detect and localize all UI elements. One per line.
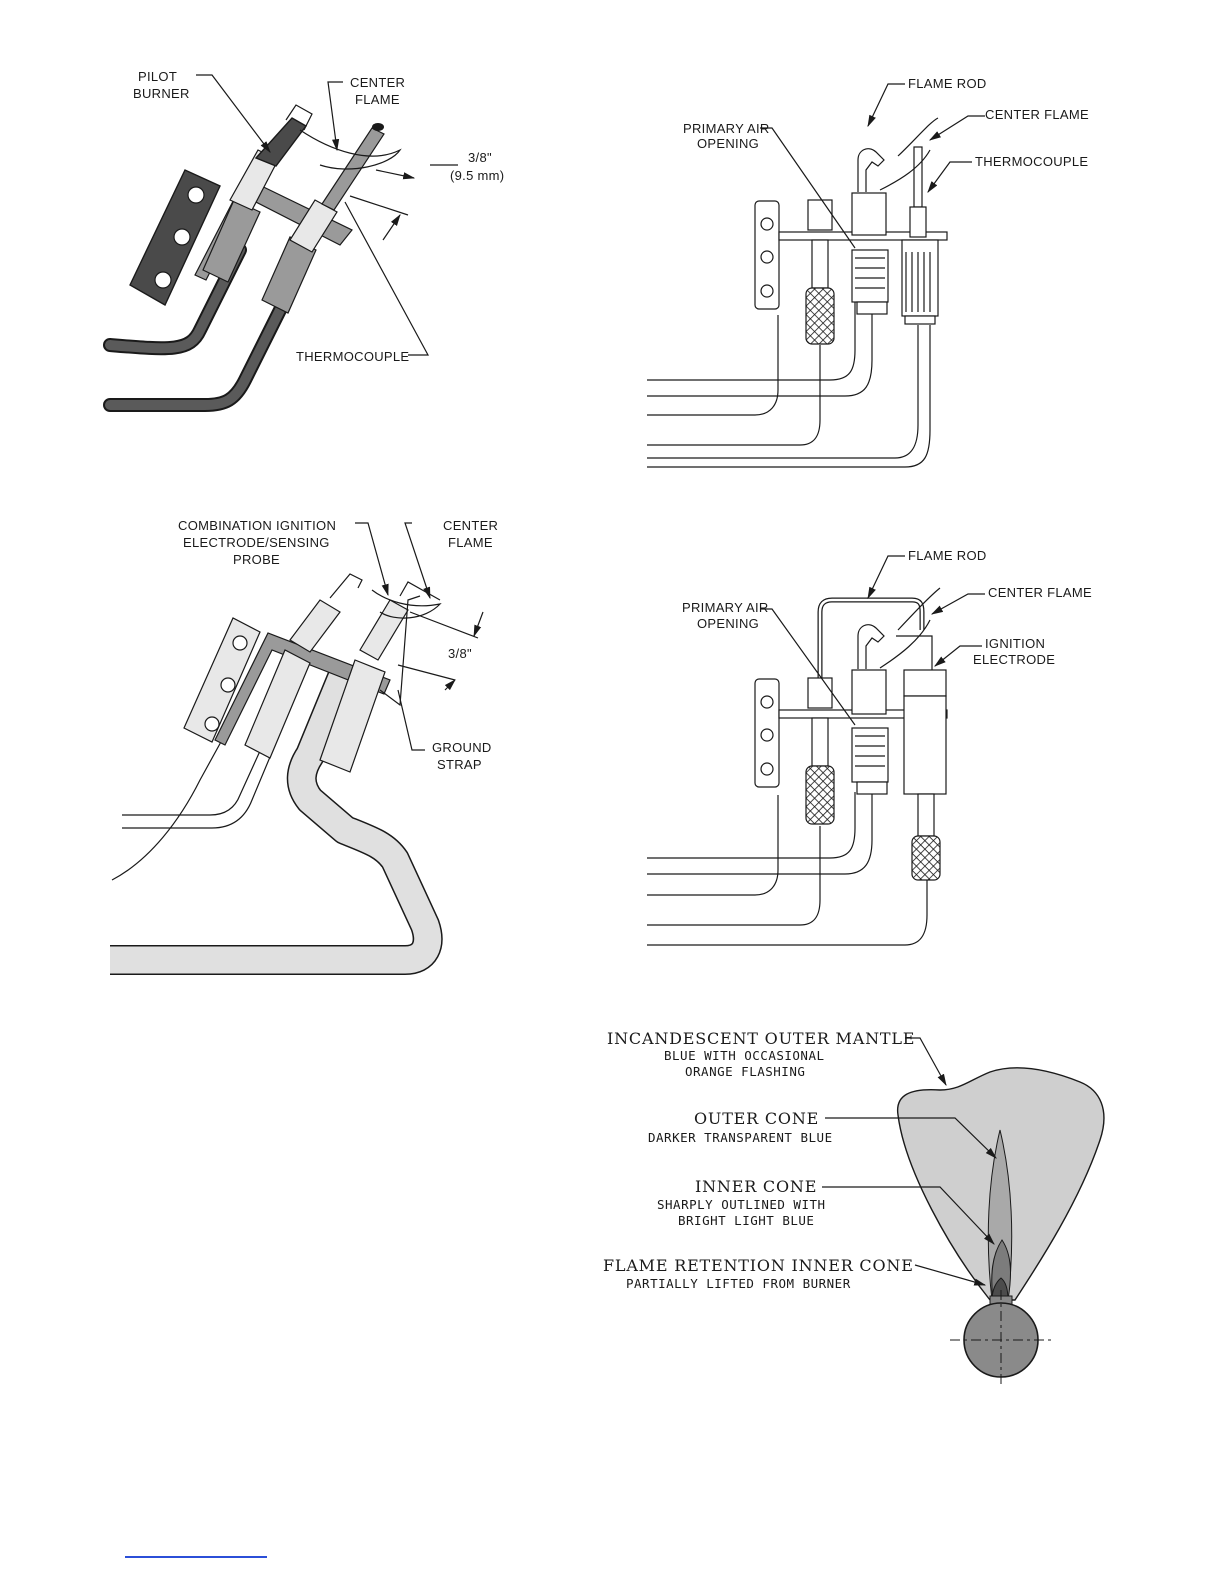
center-flame <box>299 129 402 170</box>
thermocouple <box>901 146 939 325</box>
label-primary-air-1: PRIMARY AIR <box>683 121 770 136</box>
mesh-sleeve <box>911 835 941 881</box>
label-center-flame-1: CENTER <box>443 518 498 533</box>
label-inner-cone: INNER CONE <box>695 1177 817 1196</box>
label-ignition-1: IGNITION <box>985 636 1045 651</box>
label-ground-strap-1: GROUND <box>432 740 492 755</box>
label-outer-mantle: INCANDESCENT OUTER MANTLE <box>607 1029 915 1048</box>
label-ground-strap-2: STRAP <box>437 757 482 772</box>
label-flame-rod: FLAME ROD <box>908 548 987 563</box>
label-primary-air-1: PRIMARY AIR <box>682 600 769 615</box>
mesh-sleeve <box>805 765 835 825</box>
label-primary-air-2: OPENING <box>697 616 759 631</box>
retention-cone <box>991 1277 1009 1301</box>
figure-flame-rod-thermocouple <box>647 83 985 468</box>
label-thermocouple: THERMOCOUPLE <box>296 349 409 364</box>
label-outer-mantle-desc-2: ORANGE FLASHING <box>685 1064 805 1079</box>
label-pilot-burner-1: PILOT <box>138 69 177 84</box>
label-outer-cone: OUTER CONE <box>694 1109 819 1128</box>
label-combination-3: PROBE <box>233 552 280 567</box>
label-gap-1: 3/8" <box>468 150 492 165</box>
label-gap: 3/8" <box>448 646 472 661</box>
label-center-flame-1: CENTER <box>350 75 405 90</box>
figure-flame-cones <box>822 1037 1105 1388</box>
label-outer-mantle-desc-1: BLUE WITH OCCASIONAL <box>664 1048 825 1063</box>
label-pilot-burner-2: BURNER <box>133 86 190 101</box>
mesh-sleeve <box>805 287 835 345</box>
pilot-burner <box>244 573 363 759</box>
pilot-burner <box>202 104 313 283</box>
ignition-electrode <box>896 635 947 881</box>
ground-strap <box>379 595 421 707</box>
label-inner-cone-desc-2: BRIGHT LIGHT BLUE <box>678 1213 814 1228</box>
label-combination-1: COMBINATION IGNITION <box>178 518 336 533</box>
footer-rule <box>125 1556 267 1558</box>
figure-combination-probe <box>110 522 484 975</box>
label-center-flame: CENTER FLAME <box>988 585 1092 600</box>
label-flame-rod: FLAME ROD <box>908 76 987 91</box>
label-center-flame: CENTER FLAME <box>985 107 1089 122</box>
label-ignition-2: ELECTRODE <box>973 652 1055 667</box>
label-primary-air-2: OPENING <box>697 136 759 151</box>
label-inner-cone-desc-1: SHARPLY OUTLINED WITH <box>657 1197 826 1212</box>
label-retention: FLAME RETENTION INNER CONE <box>603 1256 914 1275</box>
pilot-burner <box>851 148 889 315</box>
label-gap-2: (9.5 mm) <box>450 168 504 183</box>
figure-flame-rod-ignition <box>647 555 985 946</box>
pilot-burner <box>851 624 889 795</box>
figure-pilot-thermocouple <box>103 74 458 412</box>
label-retention-desc: PARTIALLY LIFTED FROM BURNER <box>626 1276 851 1291</box>
label-center-flame-2: FLAME <box>355 92 400 107</box>
label-outer-cone-desc: DARKER TRANSPARENT BLUE <box>648 1130 833 1145</box>
label-combination-2: ELECTRODE/SENSING <box>183 535 330 550</box>
label-thermocouple: THERMOCOUPLE <box>975 154 1088 169</box>
label-center-flame-2: FLAME <box>448 535 493 550</box>
